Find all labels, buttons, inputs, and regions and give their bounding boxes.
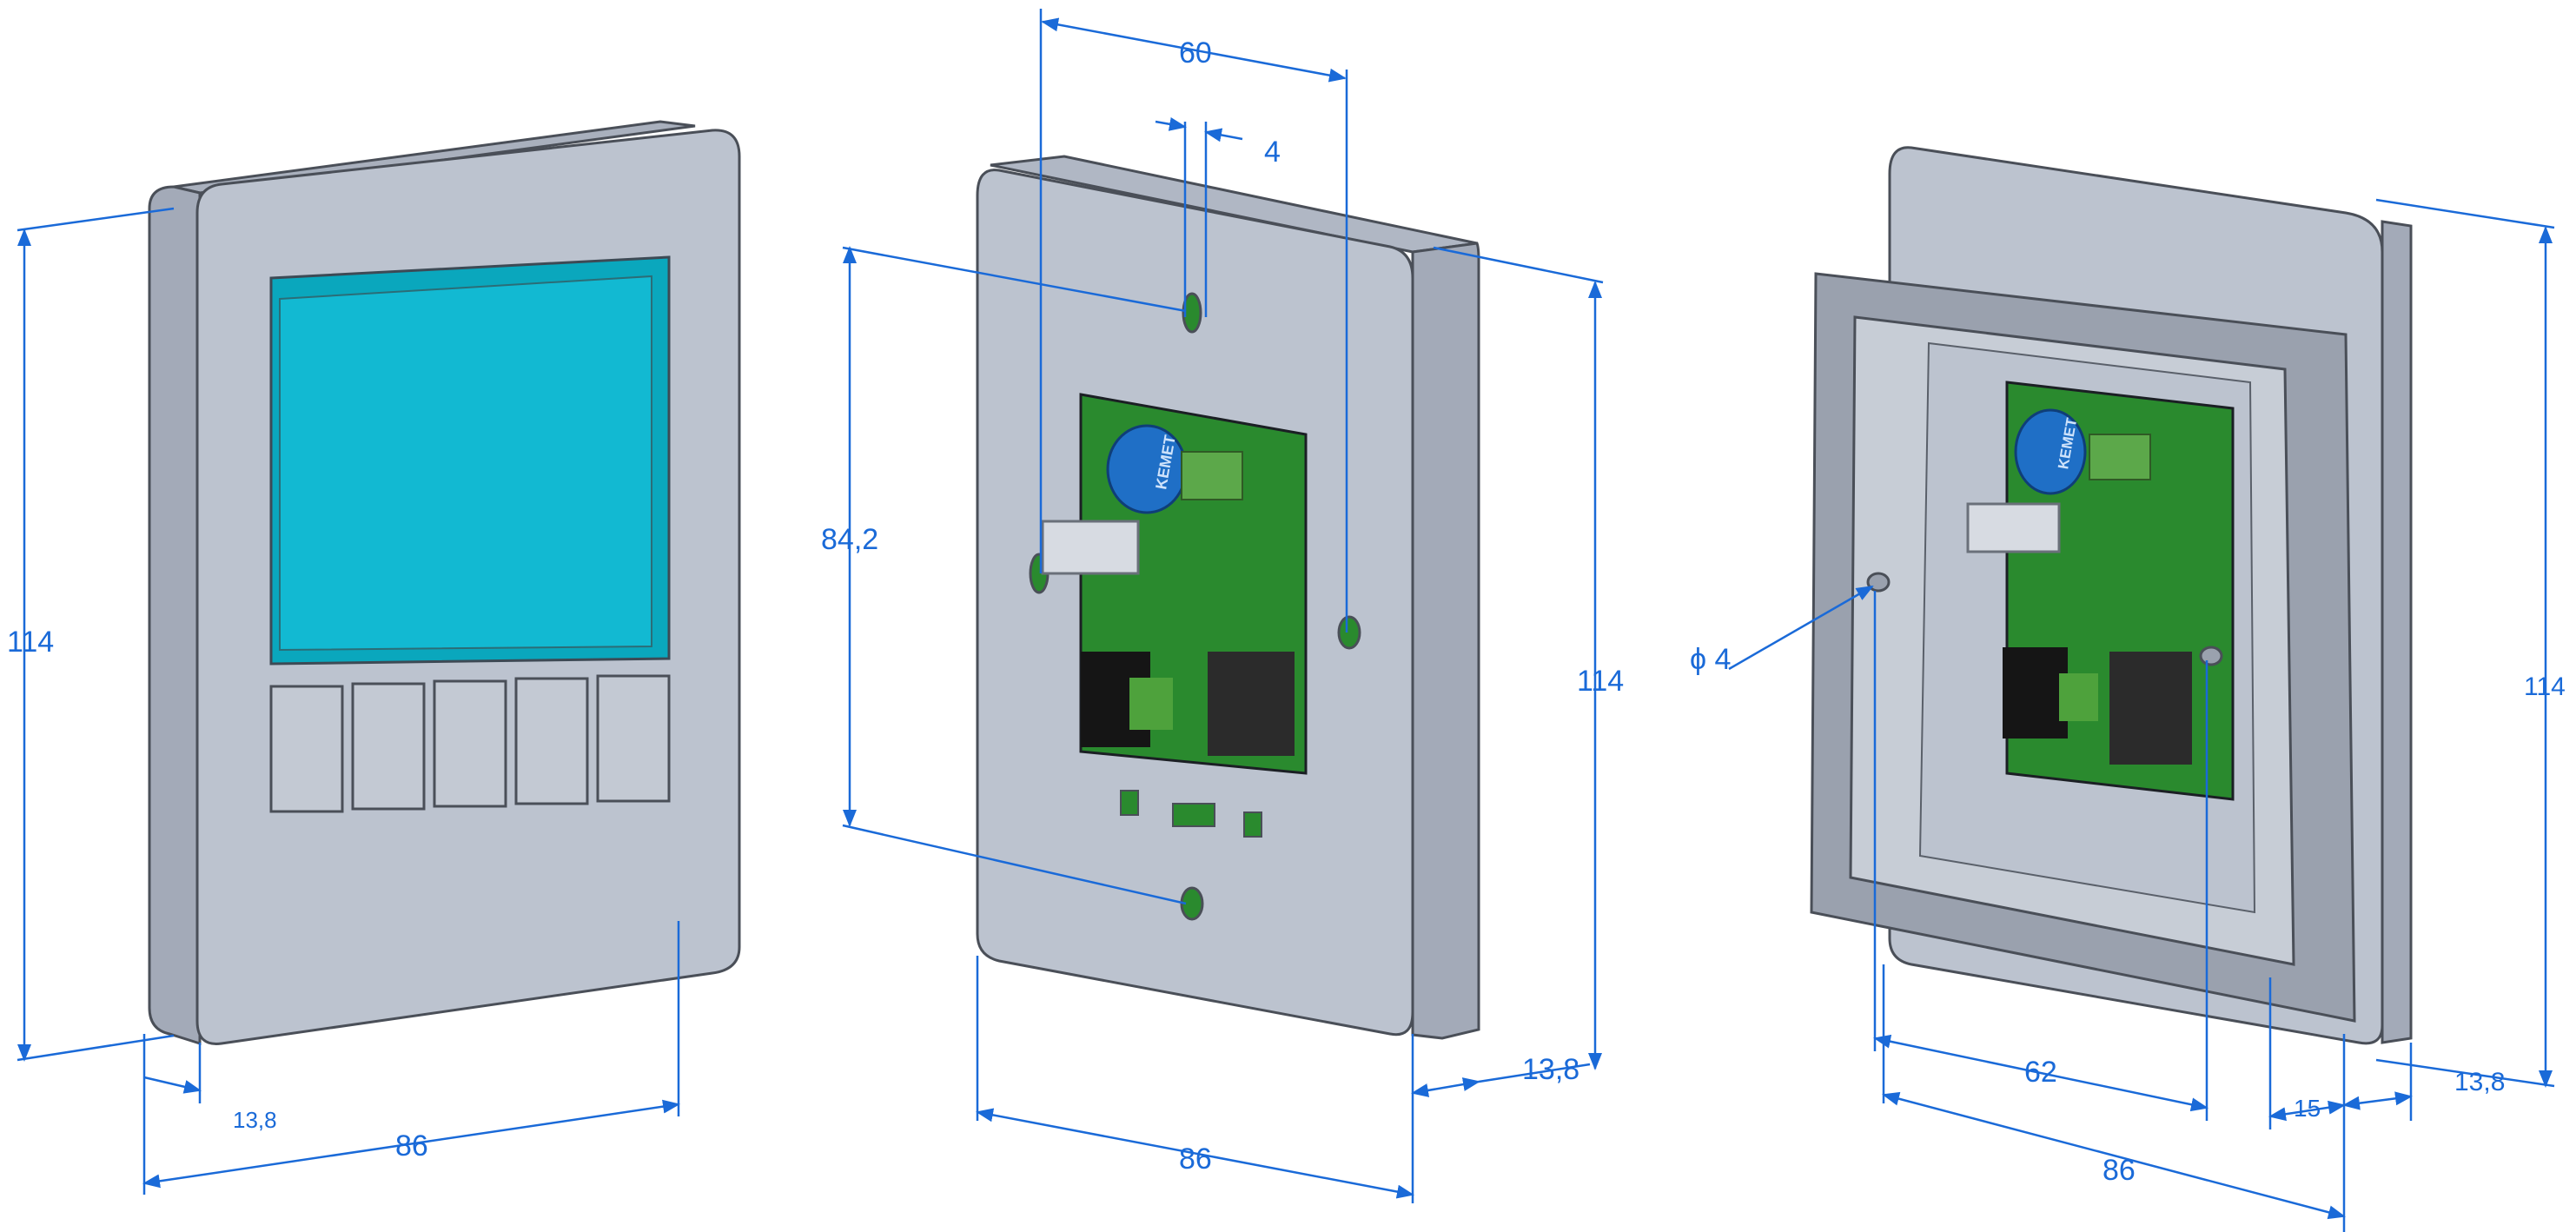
dim-label-height: 114 (7, 626, 54, 659)
dim-line-width (142, 1099, 680, 1189)
extension-line (1478, 1063, 1591, 1083)
front-view: 114 86 13,8 (7, 120, 741, 1195)
relay (1208, 652, 1295, 756)
pcb-assembly: KEMET (1041, 393, 1308, 775)
dim-line-hole-spacing (1041, 17, 1347, 83)
extension-line (842, 246, 1187, 313)
transformer (2003, 647, 2068, 739)
extension-line (2375, 198, 2555, 229)
keypad-button[interactable] (269, 685, 344, 813)
display-screen (279, 275, 652, 652)
dim-label-width: 86 (1179, 1143, 1212, 1176)
dim-label-hole-spacing: 60 (1179, 36, 1212, 70)
dim-label-height: 114 (2524, 672, 2566, 701)
dim-line-depth (2342, 1091, 2413, 1110)
mounting-slot-top (1182, 292, 1202, 334)
dim-line-depth (1411, 1077, 1480, 1097)
relay (2109, 652, 2192, 765)
usb-connector (1041, 520, 1140, 575)
terminal-block-3pin (1181, 451, 1243, 500)
dim-label-slot-width: 4 (1264, 136, 1281, 169)
terminal-block-3pin (2089, 434, 2151, 480)
plate-side (1411, 242, 1480, 1040)
dim-line-slot-width (1155, 116, 1187, 131)
mounting-hole-right (1337, 615, 1361, 650)
dim-label-hole-diameter: ϕ 4 (1690, 643, 1731, 676)
kemet-capacitor (2014, 408, 2087, 495)
dim-label-depth: 13,8 (1522, 1053, 1579, 1086)
leader-hole-diameter (1728, 585, 1874, 671)
rear-frame-view: KEMET ϕ 4 62 86 15 13,8 114 (1690, 146, 2566, 1232)
terminal-block-2pin (2059, 673, 2098, 721)
vent-slot (1120, 790, 1139, 816)
keypad-button[interactable] (433, 679, 507, 808)
pcb-assembly: KEMET (1966, 381, 2235, 801)
dim-line-width (976, 1108, 1414, 1199)
usb-connector (1966, 502, 2061, 553)
dim-label-vertical-hole-spacing: 84,2 (821, 523, 878, 556)
extension-line (1433, 246, 1604, 284)
dim-label-depth: 13,8 (233, 1107, 277, 1133)
dim-line-depth (143, 1076, 202, 1094)
button-row (269, 674, 671, 813)
extension-line (17, 207, 175, 232)
extension-line (2375, 1058, 2555, 1088)
extension-line (842, 824, 1187, 905)
vent-slot (1172, 803, 1215, 827)
keypad-button[interactable] (514, 677, 589, 805)
dim-label-width: 86 (395, 1129, 428, 1162)
dim-line-offset (2268, 1100, 2346, 1122)
vent-slot (1243, 811, 1262, 838)
keypad-button[interactable] (351, 682, 426, 811)
keypad-button[interactable] (596, 674, 671, 803)
dim-label-width: 86 (2103, 1154, 2136, 1187)
dim-line-width (1882, 1091, 2346, 1220)
dim-label-offset: 15 (2294, 1095, 2321, 1122)
dim-label-height: 114 (1577, 665, 1624, 698)
rear-plate-view: KEMET 60 4 84,2 114 86 13,8 (821, 9, 1624, 1203)
mounting-hole-right (2199, 646, 2223, 666)
dim-label-hole-spacing: 62 (2024, 1056, 2057, 1089)
dim-line-slot-width-right (1204, 128, 1243, 142)
back-plate-side (2381, 220, 2413, 1044)
extension-line (17, 1034, 175, 1062)
housing-left-side (148, 185, 202, 1046)
terminal-block-2pin (1129, 678, 1173, 730)
